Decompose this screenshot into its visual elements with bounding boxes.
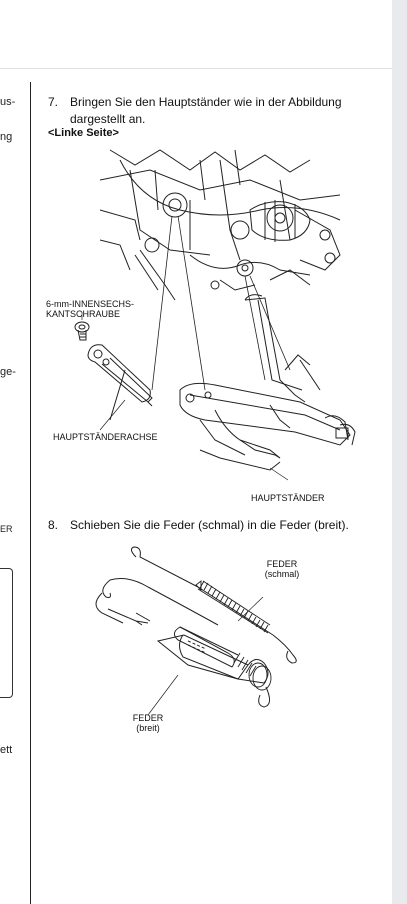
label-stand: HAUPTSTÄNDER <box>251 493 325 503</box>
page-top-band <box>0 0 392 69</box>
manual-page: us- ng ge- ER ett 7. Bringen Sie den Hau… <box>0 0 392 904</box>
alignment-lines <box>151 215 291 391</box>
left-fragment-1: us- <box>0 96 16 108</box>
left-fragment-4: ER <box>0 524 13 534</box>
step-8: 8. Schieben Sie die Feder (schmal) in di… <box>48 517 368 534</box>
step-7-line2: dargestellt an. <box>70 112 146 126</box>
bolt-6mm <box>74 321 90 341</box>
left-column-box <box>0 568 13 698</box>
figure2-springs-drawing <box>95 546 297 716</box>
step-7: 7. Bringen Sie den Hauptständer wie in d… <box>48 94 368 128</box>
step-8-number: 8. <box>48 518 59 532</box>
column-divider <box>30 82 31 904</box>
label-wide-spring-line1: FEDER <box>132 713 164 723</box>
figure1-subheading: <Linke Seite> <box>48 127 119 139</box>
left-fragment-2: ng <box>0 131 13 143</box>
wide-spring <box>95 578 272 708</box>
step-7-number: 7. <box>48 95 59 109</box>
spring-leader-lines <box>147 596 264 716</box>
step-7-line1: Bringen Sie den Hauptständer wie in der … <box>70 95 342 109</box>
label-bolt-line2: KANTSCHRAUBE <box>46 309 121 319</box>
label-bolt-line1: 6-mm-INNENSECHS- <box>46 299 135 309</box>
figure1-main-stand-drawing <box>74 149 356 481</box>
leader-lines <box>81 312 289 481</box>
label-narrow-spring-line1: FEDER <box>266 559 298 569</box>
main-stand-part <box>179 294 356 471</box>
narrow-spring <box>130 546 297 664</box>
left-fragment-5: ett <box>0 744 13 756</box>
frame-assembly <box>99 149 341 301</box>
stand-axle <box>87 344 153 421</box>
label-narrow-spring-line2: (schmal) <box>264 569 300 579</box>
step-8-line1: Schieben Sie die Feder (schmal) in die F… <box>70 518 349 532</box>
label-wide-spring-line2: (breit) <box>136 723 160 733</box>
label-axle: HAUPTSTÄNDERACHSE <box>53 432 158 442</box>
left-fragment-3: ge- <box>0 366 16 378</box>
